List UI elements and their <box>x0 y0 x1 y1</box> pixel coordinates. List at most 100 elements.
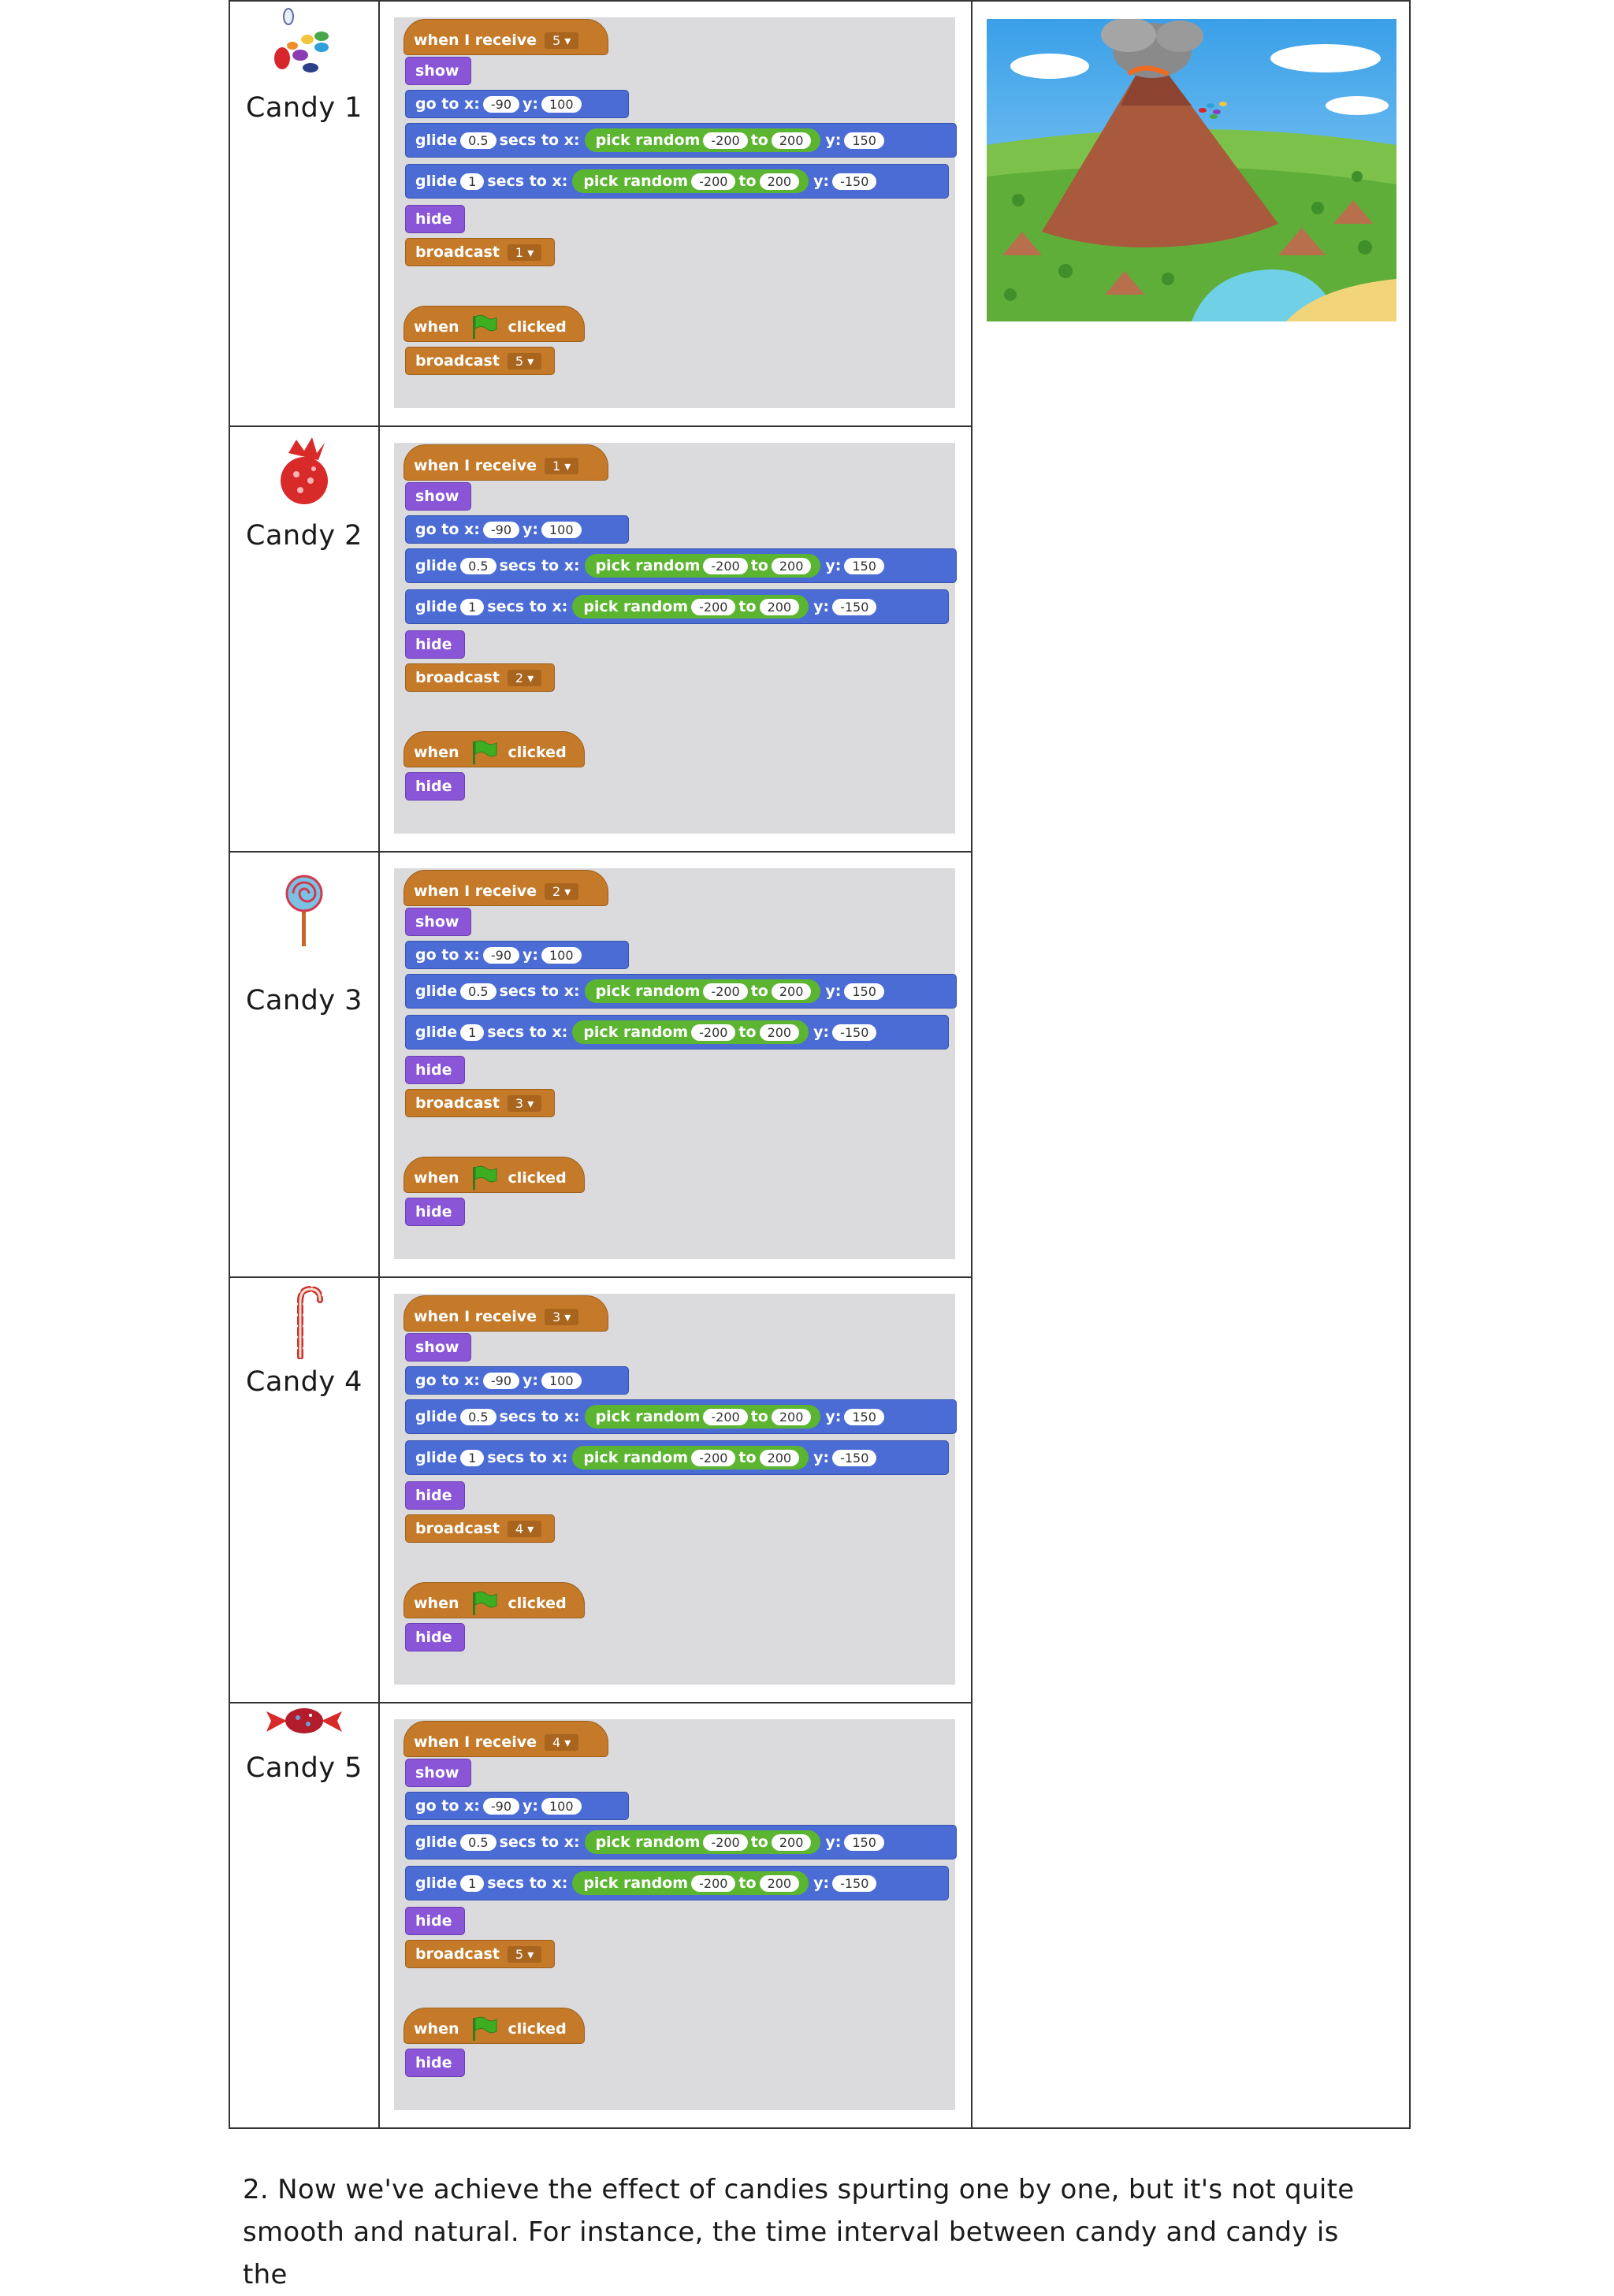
secs-input[interactable]: 0.5 <box>460 1408 496 1425</box>
random-max-input[interactable]: 200 <box>759 1024 800 1041</box>
hide-block[interactable]: hide <box>405 2049 465 2077</box>
secs-input[interactable]: 0.5 <box>460 983 496 1000</box>
random-max-input[interactable]: 200 <box>771 983 812 1000</box>
secs-input[interactable]: 1 <box>460 1874 485 1892</box>
x-input[interactable]: -90 <box>482 1372 520 1389</box>
random-min-input[interactable]: -200 <box>691 1874 736 1892</box>
y-input[interactable]: -150 <box>832 173 877 190</box>
message-dropdown[interactable]: 4 ▾ <box>507 1520 542 1537</box>
random-max-input[interactable]: 200 <box>759 1874 800 1892</box>
y-input[interactable]: -150 <box>832 1449 877 1466</box>
hide-block[interactable]: hide <box>405 1907 465 1935</box>
y-input[interactable]: 150 <box>844 983 884 1000</box>
message-dropdown[interactable]: 1 ▾ <box>507 243 542 261</box>
random-min-input[interactable]: -200 <box>691 598 736 615</box>
y-input[interactable]: 150 <box>844 132 884 149</box>
hide-block[interactable]: hide <box>405 1623 465 1651</box>
message-dropdown[interactable]: 2 ▾ <box>507 669 542 686</box>
y-input[interactable]: 150 <box>844 1408 884 1425</box>
message-dropdown[interactable]: 2 ▾ <box>544 882 579 900</box>
x-input[interactable]: -90 <box>482 1797 520 1815</box>
random-max-input[interactable]: 200 <box>771 1833 812 1851</box>
random-max-input[interactable]: 200 <box>759 1449 800 1466</box>
random-min-input[interactable]: -200 <box>691 1024 736 1041</box>
secs-input[interactable]: 1 <box>460 1024 485 1041</box>
secs-input[interactable]: 1 <box>460 1449 485 1466</box>
secs-input[interactable]: 0.5 <box>460 557 496 574</box>
secs-input[interactable]: 1 <box>460 173 485 190</box>
hide-block[interactable]: hide <box>405 1056 465 1084</box>
message-dropdown[interactable]: 1 ▾ <box>544 457 579 474</box>
hide-block[interactable]: hide <box>405 1198 465 1226</box>
y-input[interactable]: 100 <box>541 1797 582 1815</box>
message-dropdown[interactable]: 3 ▾ <box>507 1094 542 1112</box>
random-min-input[interactable]: -200 <box>703 1408 748 1425</box>
secs-input[interactable]: 1 <box>460 598 485 615</box>
y-input[interactable]: 100 <box>541 946 582 964</box>
message-dropdown[interactable]: 5 ▾ <box>544 32 579 49</box>
show-block[interactable]: show <box>405 482 471 511</box>
random-max-input[interactable]: 200 <box>759 173 800 190</box>
x-input[interactable]: -90 <box>482 946 520 964</box>
hide-block[interactable]: hide <box>405 772 465 801</box>
y-input[interactable]: -150 <box>832 1024 877 1041</box>
x-input[interactable]: -90 <box>482 95 520 113</box>
show-block[interactable]: show <box>405 908 471 936</box>
message-dropdown[interactable]: 3 ▾ <box>544 1308 579 1325</box>
hide-block[interactable]: hide <box>405 630 465 659</box>
message-dropdown[interactable]: 5 ▾ <box>507 1945 542 1963</box>
random-max-input[interactable]: 200 <box>771 132 812 149</box>
random-max-input[interactable]: 200 <box>759 598 800 615</box>
random-min-input[interactable]: -200 <box>703 557 748 574</box>
show-block[interactable]: show <box>405 1759 471 1787</box>
secs-input[interactable]: 0.5 <box>460 1833 496 1851</box>
message-dropdown[interactable]: 4 ▾ <box>544 1733 579 1751</box>
y-input[interactable]: 100 <box>541 521 582 538</box>
hide-block[interactable]: hide <box>405 1481 465 1510</box>
random-min-input[interactable]: -200 <box>691 1449 736 1466</box>
message-dropdown[interactable]: 5 ▾ <box>507 352 542 370</box>
show-block[interactable]: show <box>405 1333 471 1362</box>
random-min-input[interactable]: -200 <box>703 983 748 1000</box>
y-input[interactable]: 150 <box>844 1833 884 1851</box>
random-min-input[interactable]: -200 <box>691 173 736 190</box>
x-input[interactable]: -90 <box>482 521 520 538</box>
y-input[interactable]: -150 <box>832 598 877 615</box>
